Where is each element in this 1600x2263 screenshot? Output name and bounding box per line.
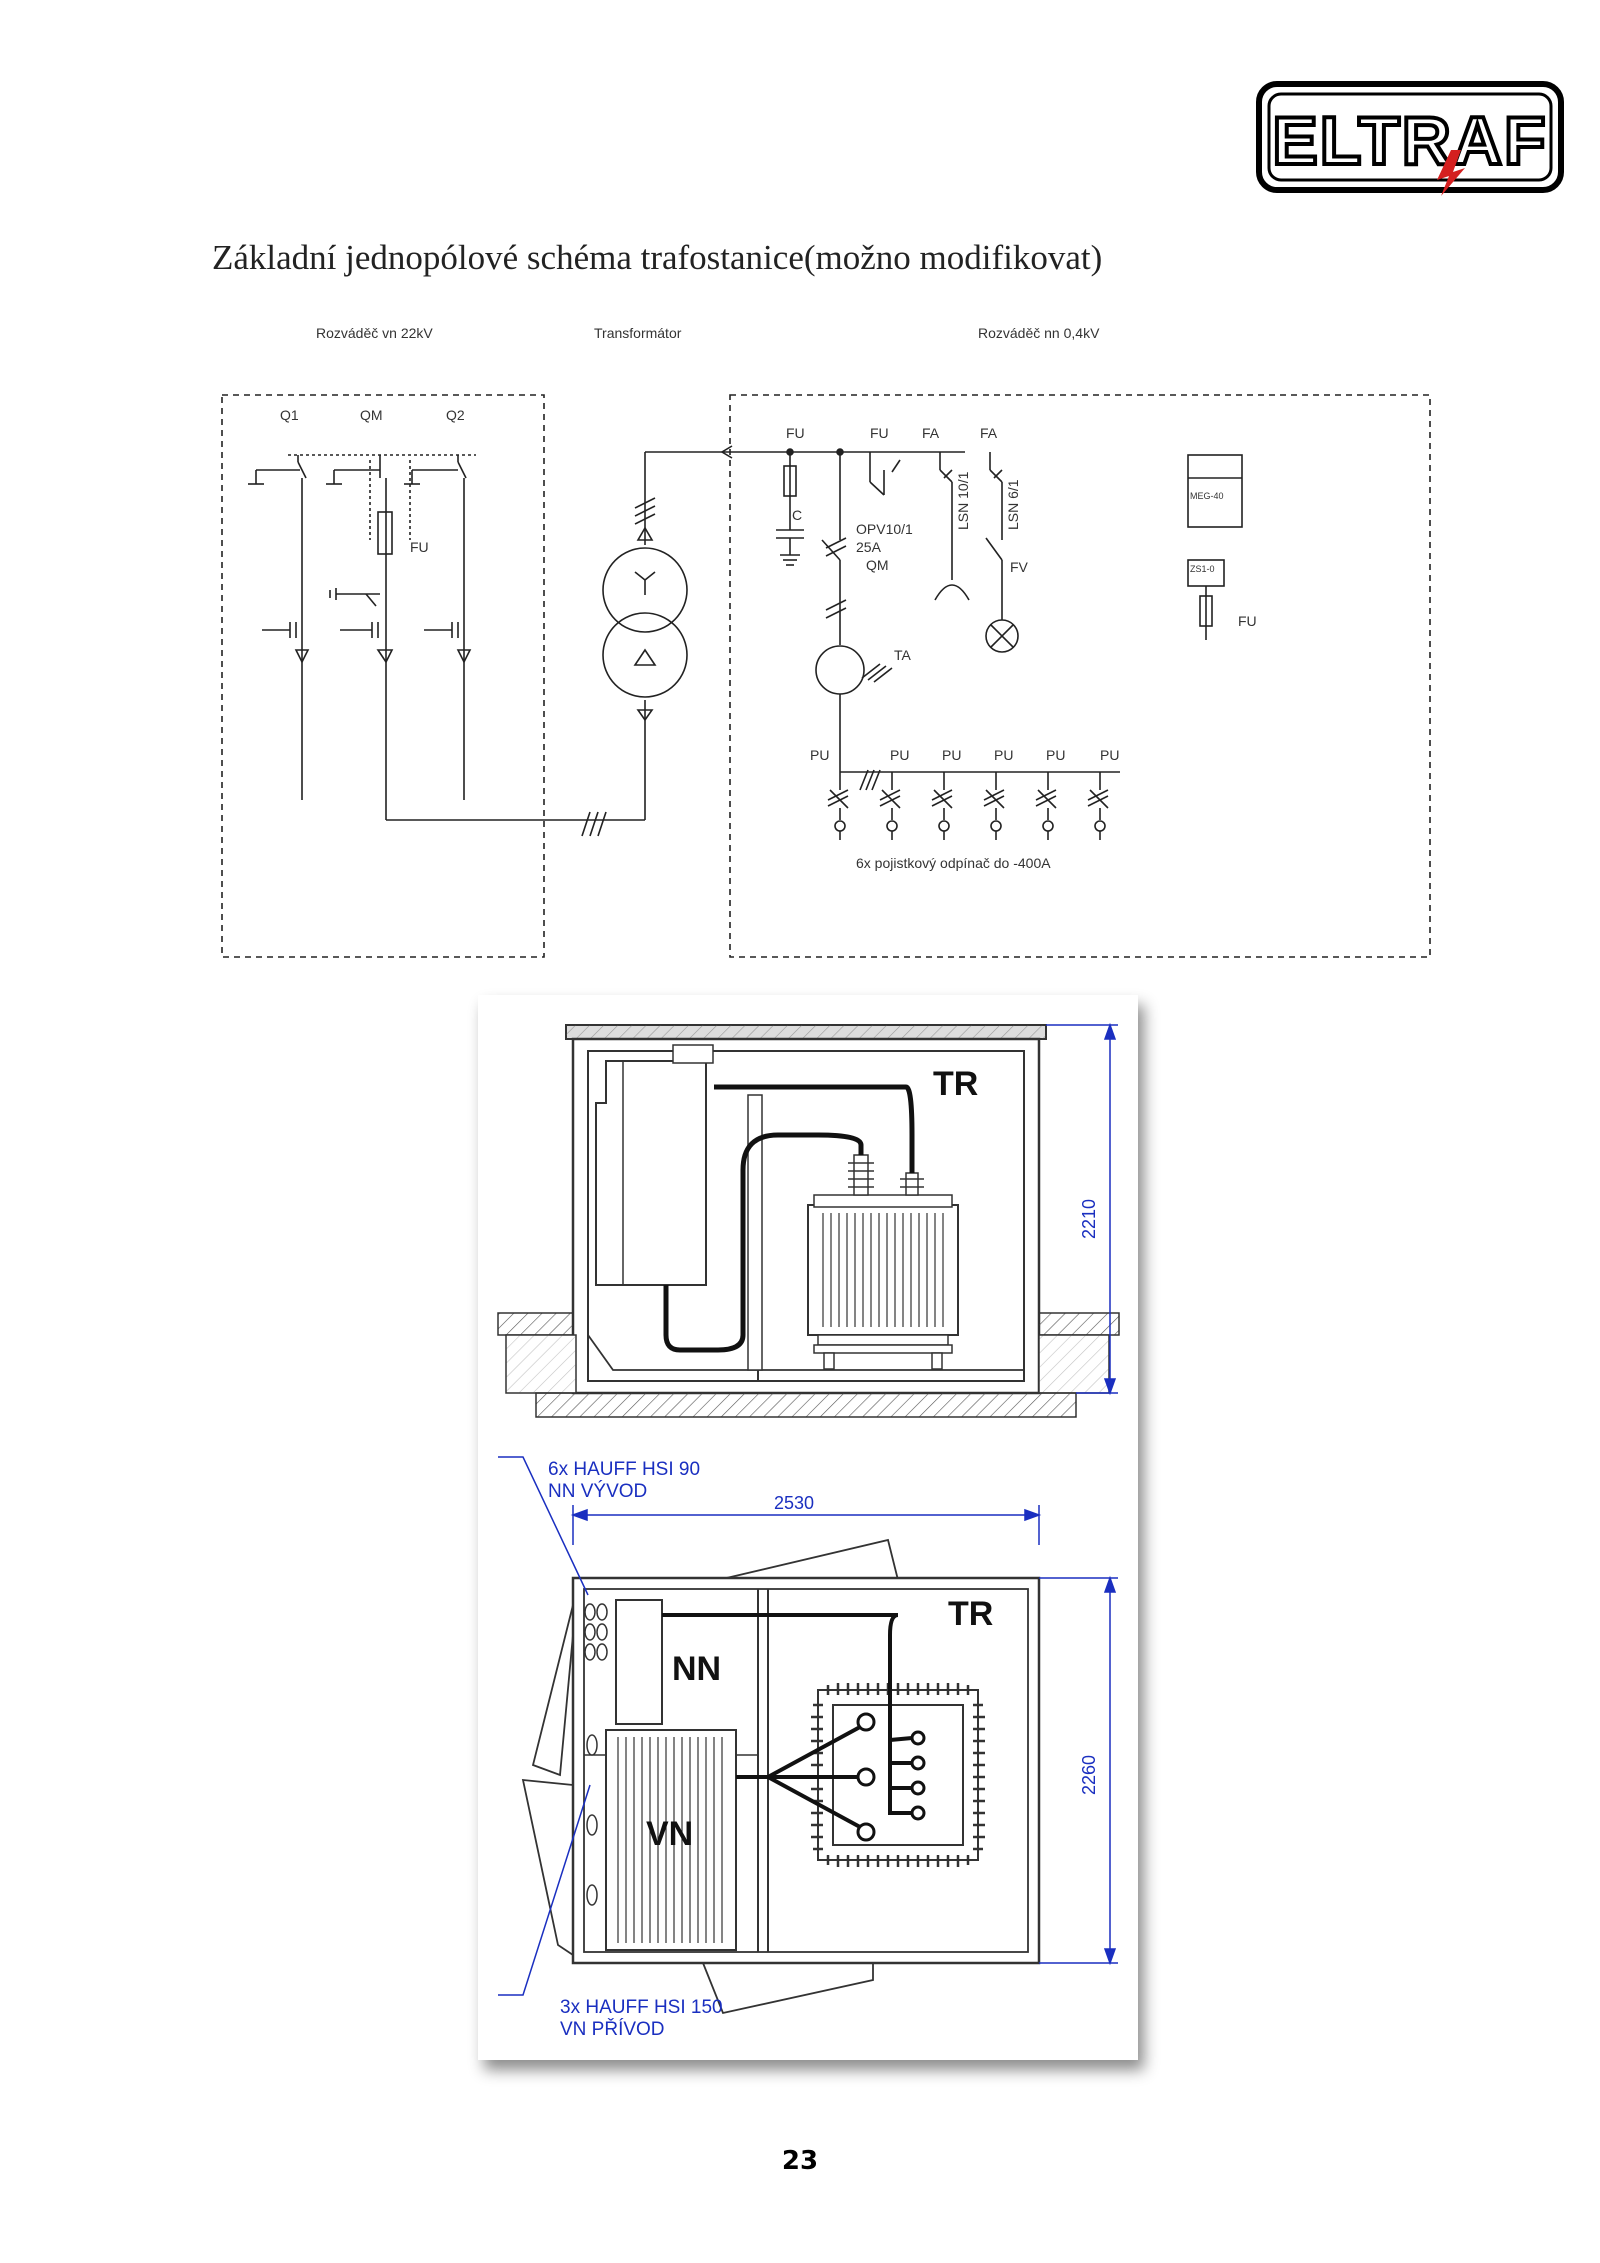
meg-meter-box	[1187, 454, 1243, 528]
label-qm-nn: QM	[866, 557, 889, 573]
single-line-schematic: Rozváděč vn 22kV Transformátor Rozváděč …	[221, 325, 1431, 958]
label-pu-4: PU	[994, 747, 1013, 763]
label-section-tr: Transformátor	[594, 325, 682, 341]
page-title: Základní jednopólové schéma trafostanice…	[212, 238, 1103, 277]
label-qm: QM	[360, 407, 383, 423]
label-fu-1: FU	[786, 425, 805, 441]
label-fu-zs: FU	[1238, 613, 1257, 629]
nn-switchgear-frame	[729, 394, 1431, 958]
note-nn-line1: 6x HAUFF HSI 90	[548, 1459, 700, 1480]
lightning-bolt-icon	[1437, 150, 1465, 196]
label-pu-6: PU	[1100, 747, 1119, 763]
label-fa-2: FA	[980, 425, 998, 441]
label-pu-1: PU	[810, 747, 829, 763]
label-q1: Q1	[280, 407, 299, 423]
label-q2: Q2	[446, 407, 465, 423]
label-nn: NN	[672, 1650, 721, 1688]
label-pojistky: 6x pojistkový odpínač do -400A	[856, 855, 1051, 871]
label-25a: 25A	[856, 539, 882, 555]
station-drawing: TR TR NN VN 2210 2530 2260 6x HAUFF HSI …	[497, 1022, 1120, 2040]
label-fa-1: FA	[922, 425, 940, 441]
label-tr-plan: TR	[948, 1595, 993, 1633]
label-fv: FV	[1010, 559, 1029, 575]
note-nn-line2: NN VÝVOD	[548, 1481, 647, 1502]
page-number: 23	[781, 2146, 819, 2176]
label-lsn10: LSN 10/1	[955, 471, 971, 530]
label-fu-vn: FU	[410, 539, 429, 555]
label-zs: ZS1-0	[1190, 564, 1215, 574]
station-drawing-panel: TR TR NN VN 2210 2530 2260 6x HAUFF HSI …	[478, 995, 1138, 2060]
dimension-depth: 2260	[1079, 1755, 1099, 1795]
label-section-nn: Rozváděč nn 0,4kV	[978, 325, 1100, 341]
note-vn-line2: VN PŘÍVOD	[560, 2018, 665, 2040]
label-vn: VN	[646, 1815, 693, 1853]
label-fu-2: FU	[870, 425, 889, 441]
logo-text: ELTRAF	[1272, 103, 1547, 179]
label-opv: OPV10/1	[856, 521, 913, 537]
label-pu-5: PU	[1046, 747, 1065, 763]
label-pu-3: PU	[942, 747, 961, 763]
label-tr-side: TR	[933, 1065, 978, 1103]
vn-switchgear-frame	[221, 394, 545, 958]
label-c: C	[792, 507, 802, 523]
label-lsn6: LSN 6/1	[1005, 479, 1021, 530]
dimension-width: 2530	[774, 1493, 814, 1513]
label-section-vn: Rozváděč vn 22kV	[316, 325, 433, 341]
label-ta: TA	[894, 647, 912, 663]
note-vn-line1: 3x HAUFF HSI 150	[560, 1997, 723, 2018]
label-meg: MEG-40	[1190, 491, 1224, 501]
dimension-height: 2210	[1079, 1199, 1099, 1239]
eltraf-logo: ELTRAF	[1256, 81, 1564, 196]
label-pu-2: PU	[890, 747, 909, 763]
